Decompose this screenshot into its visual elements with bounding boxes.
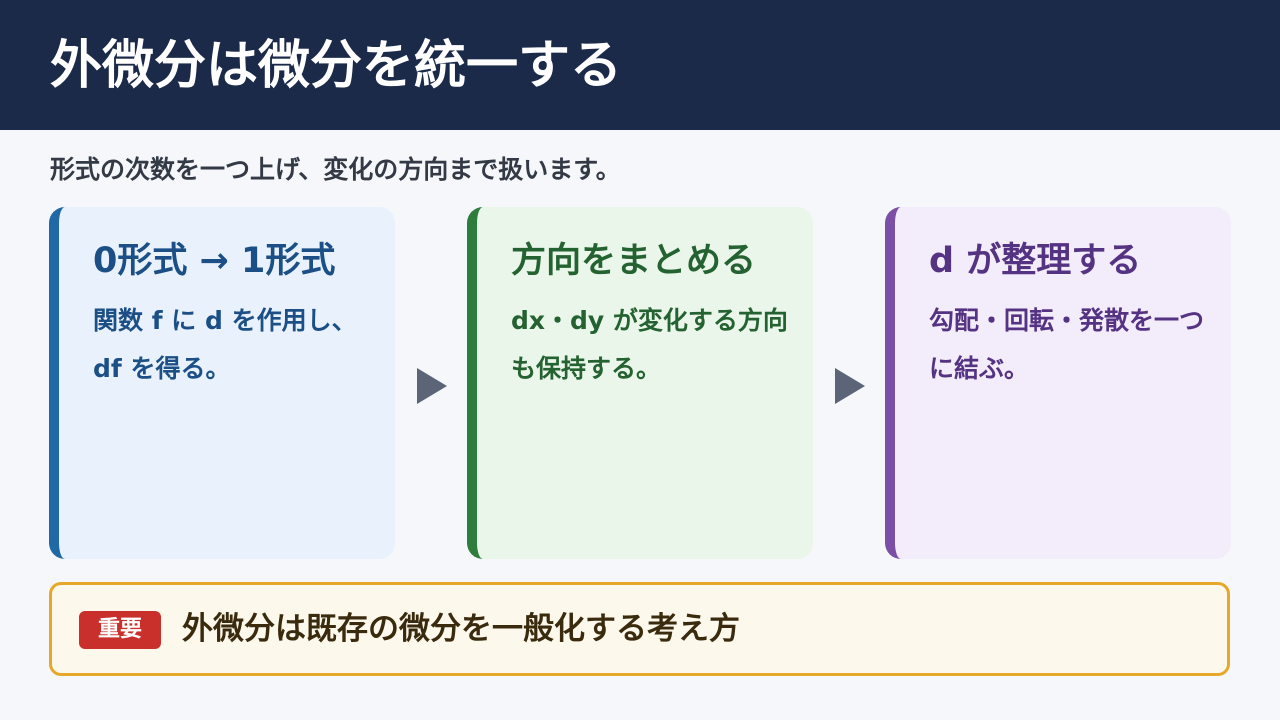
step-card-1: 0形式 → 1形式 関数 f に d を作用し、df を得る。 (49, 207, 395, 559)
step-card-2: 方向をまとめる dx・dy が変化する方向も保持する。 (467, 207, 813, 559)
page-title: 外微分は微分を統一する (50, 36, 623, 96)
key-point-text: 外微分は既存の微分を一般化する考え方 (182, 611, 740, 647)
page-subtitle: 形式の次数を一つ上げ、変化の方向まで扱います。 (50, 155, 621, 184)
step-card-heading: 0形式 → 1形式 (93, 241, 336, 281)
step-card-heading: d が整理する (929, 241, 1142, 281)
triangle-right-icon (417, 368, 447, 404)
header-bar: 外微分は微分を統一する (0, 0, 1280, 130)
key-point-callout: 重要 外微分は既存の微分を一般化する考え方 (49, 582, 1230, 676)
step-card-3: d が整理する 勾配・回転・発散を一つに結ぶ。 (885, 207, 1231, 559)
step-card-body: 勾配・回転・発散を一つに結ぶ。 (929, 306, 1205, 383)
important-badge: 重要 (79, 611, 161, 649)
step-card-body: dx・dy が変化する方向も保持する。 (511, 306, 788, 383)
step-card-heading: 方向をまとめる (511, 241, 757, 281)
triangle-right-icon (835, 368, 865, 404)
step-card-body: 関数 f に d を作用し、df を得る。 (93, 306, 357, 383)
